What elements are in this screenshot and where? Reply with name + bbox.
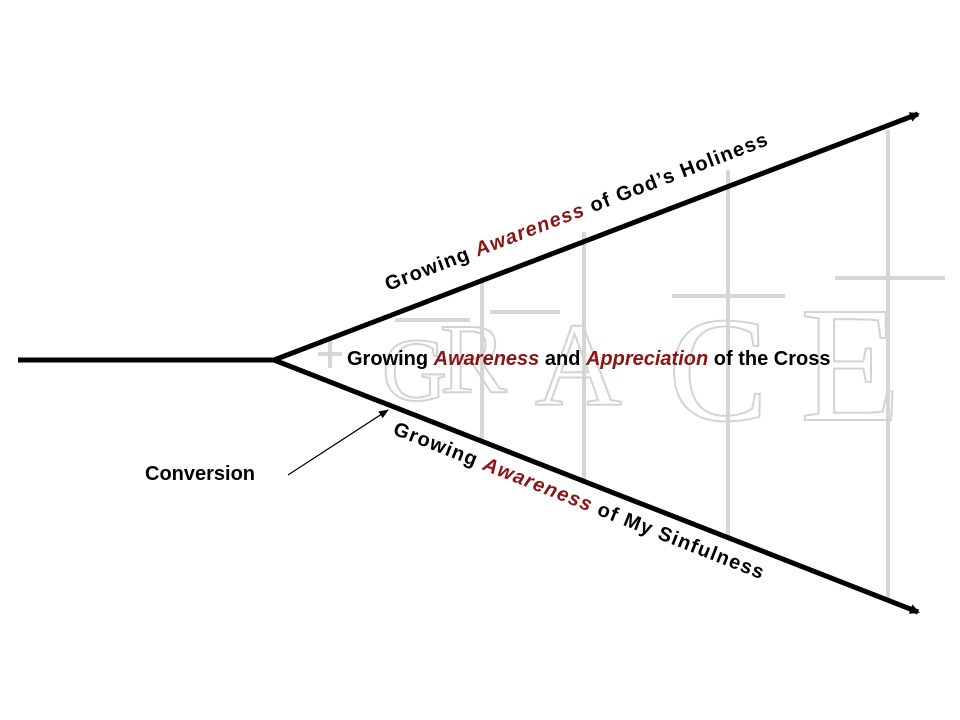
conversion-pointer <box>287 409 389 476</box>
sinfulness-arrow <box>273 357 920 615</box>
diagram-lines <box>18 111 920 615</box>
holiness-label-accent: Awareness <box>471 199 589 262</box>
holiness-arrow <box>273 111 920 363</box>
conversion-label: Conversion <box>145 463 255 485</box>
watermark-letter-a: A <box>535 298 622 431</box>
cross-label-accent-awareness: Awareness <box>433 348 540 370</box>
holiness-label: Growing Awareness of God’s Holiness <box>382 129 772 296</box>
cross-label-post: of the Cross <box>708 348 830 370</box>
watermark-letter-e: E <box>800 273 901 456</box>
cross-label-pre: Growing <box>347 348 434 370</box>
grace-watermark: G R A C E <box>318 130 945 600</box>
cross-label: Growing Awareness and Appreciation of th… <box>347 348 830 370</box>
cross-label-mid: and <box>539 348 586 370</box>
cross-label-accent-appreciation: Appreciation <box>585 348 708 370</box>
watermark-letter-c: C <box>668 287 768 453</box>
watermark-letter-r: R <box>440 303 507 414</box>
